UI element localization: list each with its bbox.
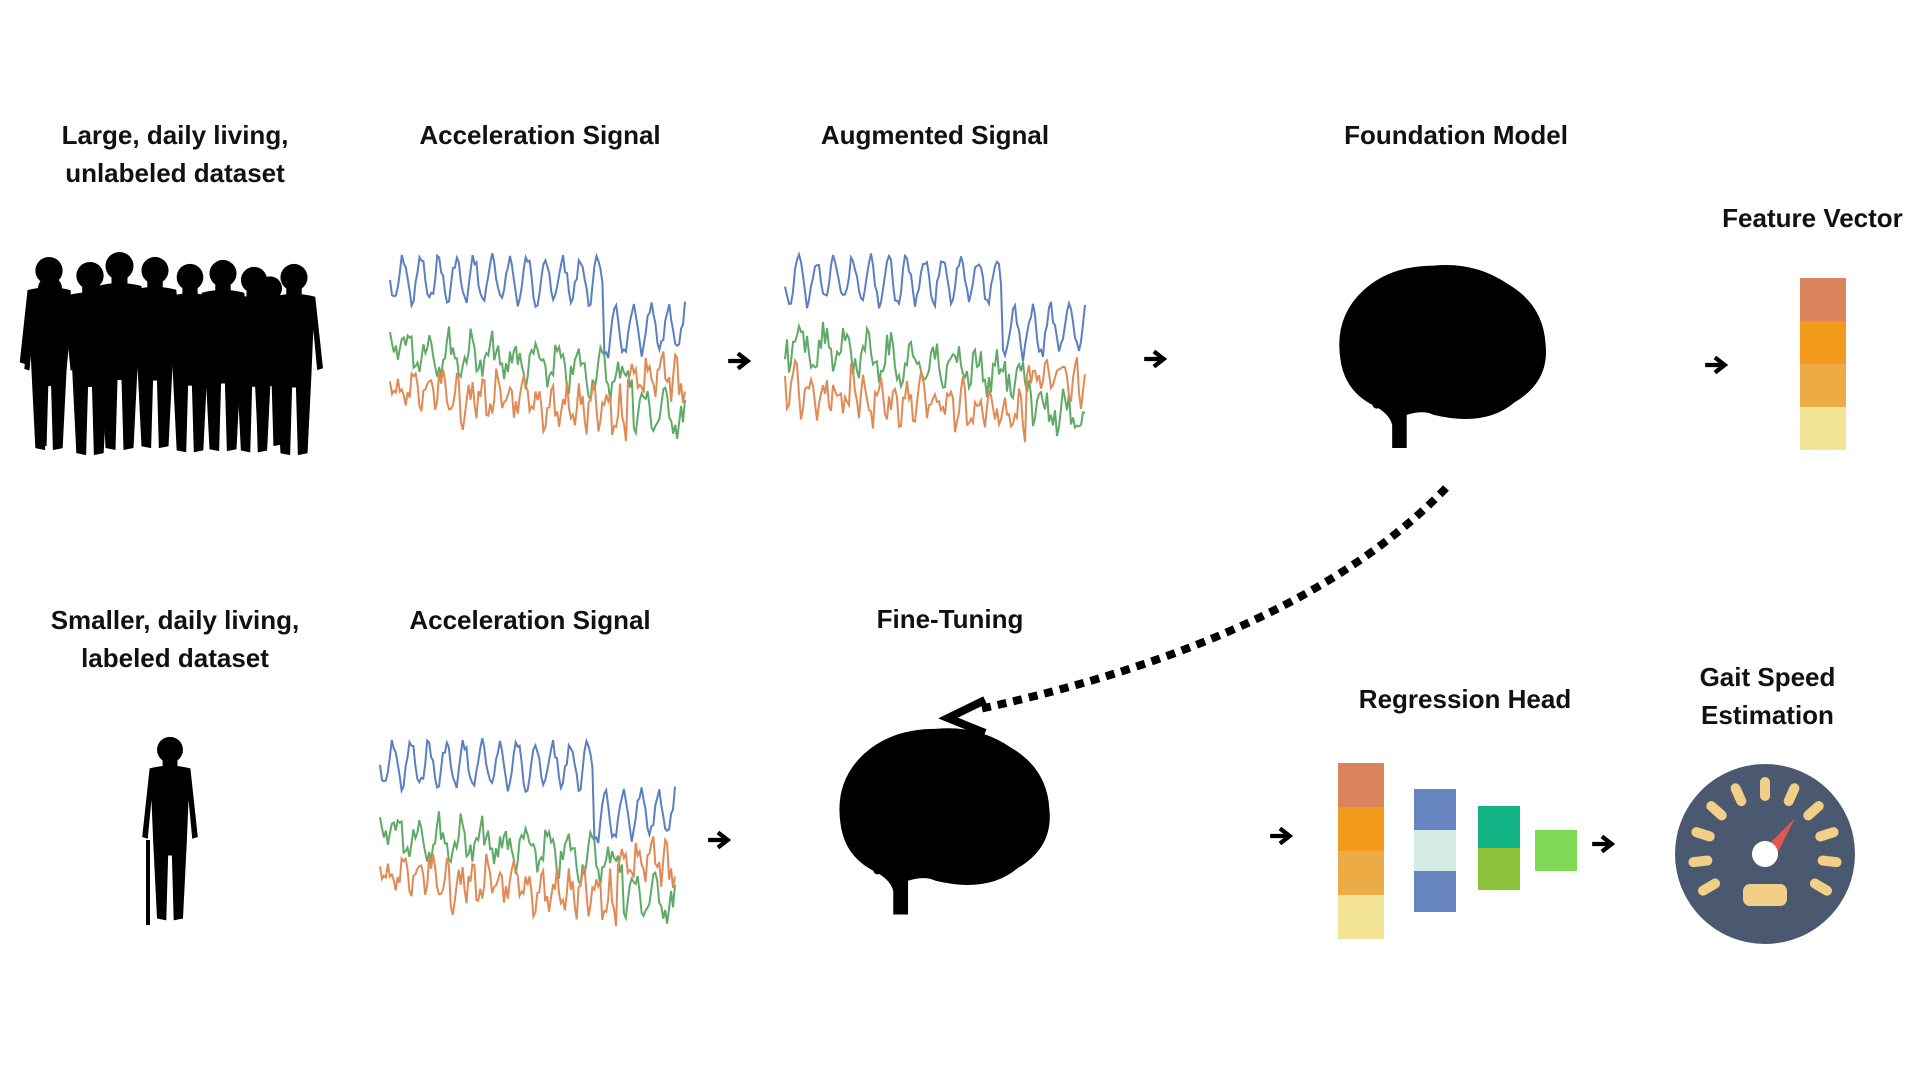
regression-input-cell bbox=[1338, 851, 1384, 895]
regression-input-cell bbox=[1338, 895, 1384, 939]
gauge-tick bbox=[1809, 878, 1832, 896]
fine-tuning-label: Fine-Tuning bbox=[876, 604, 1024, 634]
right-arrow-icon bbox=[1270, 828, 1290, 843]
regression-input-cell bbox=[1338, 763, 1384, 807]
bottom-dataset-label-line2: labeled dataset bbox=[81, 643, 269, 673]
regression-hidden-cell-2 bbox=[1478, 806, 1520, 848]
bottom-signal-label: Acceleration Signal bbox=[409, 605, 651, 635]
circuit-brain-icon bbox=[839, 728, 1050, 915]
signal-trace-green bbox=[389, 326, 686, 439]
bottom-dataset-label-line1: Smaller, daily living, bbox=[50, 605, 300, 635]
right-arrow-icon bbox=[1144, 351, 1164, 366]
gauge-display bbox=[1743, 884, 1787, 906]
regression-hidden-cell-1 bbox=[1414, 871, 1456, 912]
right-arrow-icon bbox=[1592, 836, 1612, 851]
signal-trace-orange bbox=[389, 351, 686, 442]
right-arrow-icon bbox=[728, 353, 748, 368]
augmented-signal-label: Augmented Signal bbox=[820, 120, 1050, 150]
regression-output-cell bbox=[1535, 830, 1577, 871]
top-dataset-label: Large, daily living, unlabeled dataset bbox=[25, 116, 325, 192]
regression-head-layers bbox=[1338, 763, 1577, 939]
gauge-tick bbox=[1783, 783, 1800, 807]
people-crowd-silhouette-icon bbox=[19, 252, 323, 456]
signal-trace-blue bbox=[784, 251, 1086, 362]
signal-trace-orange bbox=[379, 836, 676, 927]
gauge-tick bbox=[1688, 855, 1713, 868]
feature-vector-label: Feature Vector bbox=[1722, 203, 1903, 233]
gauge-tick bbox=[1803, 801, 1824, 821]
regression-hidden-cell-2 bbox=[1478, 848, 1520, 890]
feature-vector-cell bbox=[1800, 364, 1846, 407]
feature-vector-bar bbox=[1800, 278, 1846, 450]
gauge-tick bbox=[1691, 827, 1715, 842]
elderly-person-with-cane-silhouette-icon bbox=[142, 736, 198, 925]
signal-trace-green bbox=[379, 811, 676, 924]
right-arrow-icon bbox=[708, 832, 728, 847]
gauge-tick bbox=[1817, 855, 1842, 868]
feature-vector-cell bbox=[1800, 321, 1846, 364]
gauge-tick bbox=[1730, 783, 1747, 807]
augmented-signal bbox=[784, 251, 1086, 443]
regression-hidden-cell-1 bbox=[1414, 830, 1456, 871]
top-dataset-label-line2: unlabeled dataset bbox=[65, 158, 285, 188]
gauge-hub bbox=[1752, 841, 1778, 867]
top-signal-label: Acceleration Signal bbox=[419, 120, 661, 150]
gait-speed-label-line2: Estimation bbox=[1701, 700, 1834, 730]
acceleration-signal-top bbox=[389, 252, 686, 442]
gauge-tick bbox=[1698, 878, 1721, 896]
top-dataset-label-line1: Large, daily living, bbox=[61, 120, 289, 150]
regression-hidden-cell-1 bbox=[1414, 789, 1456, 830]
bottom-dataset-label: Smaller, daily living, labeled dataset bbox=[25, 601, 325, 677]
feature-vector-cell bbox=[1800, 278, 1846, 321]
circuit-brain-icon: #brain-top .bo { fill: #1c2a33; stroke: … bbox=[1339, 264, 1546, 448]
signal-trace-blue bbox=[379, 737, 676, 844]
signal-trace-blue bbox=[389, 252, 686, 359]
gauge-tick bbox=[1706, 801, 1727, 821]
speedometer-gauge-icon bbox=[1675, 764, 1855, 944]
regression-input-cell bbox=[1338, 807, 1384, 851]
right-arrow-icon bbox=[1705, 357, 1725, 372]
acceleration-signal-bottom bbox=[379, 737, 676, 927]
signal-trace-orange bbox=[784, 357, 1086, 443]
feature-vector-cell bbox=[1800, 407, 1846, 450]
gait-speed-label-line1: Gait Speed bbox=[1699, 662, 1836, 692]
transfer-dotted-arrow bbox=[938, 485, 1449, 737]
gait-speed-label: Gait Speed Estimation bbox=[1630, 658, 1905, 734]
gauge-tick bbox=[1815, 827, 1839, 842]
foundation-model-label: Foundation Model bbox=[1344, 120, 1568, 150]
signal-trace-green bbox=[784, 321, 1086, 437]
regression-head-label: Regression Head bbox=[1358, 684, 1572, 714]
